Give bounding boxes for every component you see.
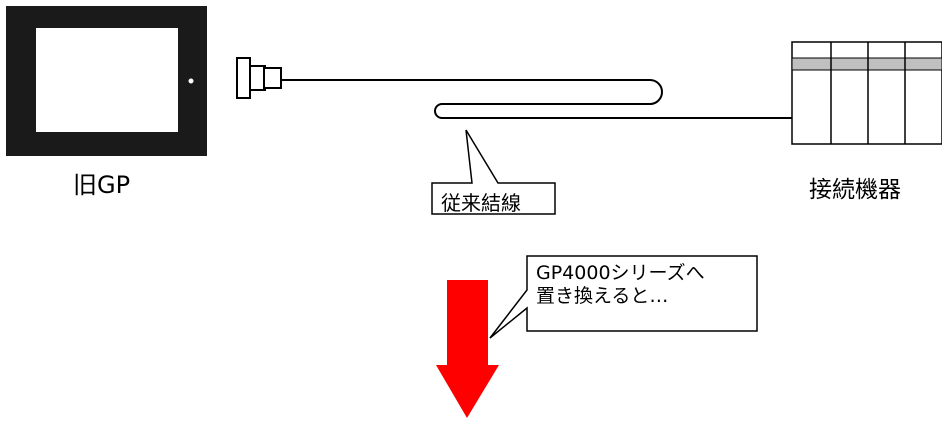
wiring-callout — [431, 129, 556, 215]
connected-device-label: 接続機器 — [809, 177, 901, 203]
replacement-callout — [489, 255, 758, 339]
callout-line-1: GP4000シリーズへ — [536, 262, 705, 284]
conventional-wiring-label: 従来結線 — [441, 191, 521, 215]
callout-line-2: 置き換えると… — [536, 285, 669, 307]
old-gp-label: 旧GP — [73, 171, 131, 199]
panel-indicator-dot — [188, 78, 194, 84]
connected-device — [791, 41, 942, 145]
old-gp-panel — [6, 6, 207, 156]
down-arrow — [436, 280, 499, 418]
conventional-cable — [281, 79, 792, 119]
cable-connector — [236, 57, 282, 99]
replacement-callout-text: GP4000シリーズへ 置き換えると… — [536, 262, 705, 308]
